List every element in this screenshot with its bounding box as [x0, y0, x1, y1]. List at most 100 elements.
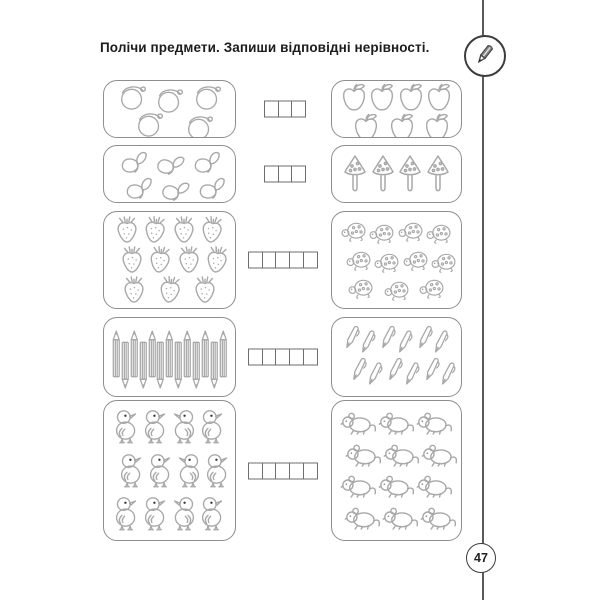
pencil-icon: [130, 327, 139, 383]
page-number: 47: [474, 551, 488, 565]
turtle-icon: [397, 221, 425, 243]
mushroom-icon: [343, 152, 367, 196]
pencil-icon: [112, 327, 121, 383]
pen-icon: [338, 321, 364, 357]
pencil-icon: [192, 336, 201, 392]
strawberry-icon: [198, 214, 228, 245]
objects-box-acorn: [103, 145, 236, 203]
strawberry-icon: [145, 244, 175, 275]
apple-round-icon: [133, 110, 166, 137]
page-divider-line: [482, 0, 484, 600]
apple-round-icon: [116, 83, 149, 110]
mushroom-icon: [426, 152, 450, 196]
mouse-icon: [382, 506, 419, 530]
objects-box-duckling: [103, 400, 236, 541]
pen-icon: [375, 321, 401, 357]
objects-line: [111, 83, 228, 113]
apple-leaf-icon: [352, 113, 380, 137]
apple-round-icon: [191, 83, 224, 110]
pen-icon: [361, 358, 387, 394]
objects-line: [339, 83, 454, 113]
mushroom-icon: [398, 152, 422, 196]
acorn-icon: [196, 174, 226, 200]
answer-cell[interactable]: [291, 165, 307, 183]
objects-box-mouse: [331, 400, 462, 541]
objects-line: [339, 474, 454, 499]
objects-box-strawberry: [103, 211, 236, 309]
objects-line: [111, 276, 228, 304]
objects-line: [111, 327, 228, 389]
pencil-icon: [174, 336, 183, 392]
strawberry-icon: [119, 246, 145, 274]
pencil-icon: [472, 41, 498, 72]
pen-icon: [398, 358, 424, 394]
mouse-icon: [378, 411, 415, 435]
turtle-icon: [347, 278, 375, 299]
answer-cell[interactable]: [302, 251, 318, 269]
exercise-row: [0, 80, 600, 138]
objects-line: [111, 408, 228, 446]
duckling-icon: [199, 408, 226, 446]
pencil-icon: [210, 336, 219, 392]
objects-line: [339, 152, 454, 196]
mouse-icon: [416, 411, 453, 435]
mouse-icon: [421, 443, 458, 467]
duckling-icon: [142, 495, 169, 533]
page-number-badge: 47: [466, 543, 496, 573]
mouse-icon: [340, 411, 377, 435]
mushroom-icon: [371, 152, 395, 196]
objects-line: [339, 278, 454, 301]
turtle-icon: [402, 250, 430, 271]
duckling-icon: [118, 452, 145, 490]
duckling-icon: [113, 495, 140, 533]
pencil-icon: [219, 327, 228, 383]
acorn-icon: [151, 147, 186, 179]
exercise-row: [0, 317, 600, 397]
apple-leaf-icon: [425, 83, 453, 113]
strawberry-icon: [155, 274, 185, 305]
answer-cell[interactable]: [291, 100, 307, 118]
objects-box-mushroom: [331, 145, 462, 203]
pencil-icon: [165, 327, 174, 383]
pen-icon: [427, 326, 453, 362]
apple-round-icon: [183, 113, 216, 137]
acorn-icon: [123, 174, 153, 200]
answer-boxes: [248, 462, 318, 479]
pen-icon: [411, 321, 437, 357]
turtle-icon: [345, 250, 373, 271]
acorn-icon: [191, 148, 221, 174]
pencil-icon: [148, 327, 157, 383]
mouse-icon: [383, 443, 420, 467]
strawberry-icon: [192, 276, 218, 304]
pencil-icon: [201, 327, 210, 383]
objects-line: [111, 495, 228, 533]
objects-line: [344, 443, 459, 467]
pen-icon: [391, 326, 417, 362]
duckling-icon: [204, 452, 231, 490]
strawberry-icon: [176, 246, 202, 274]
turtle-icon: [425, 223, 453, 245]
pen-icon: [345, 353, 371, 389]
objects-box-apple-round: [103, 80, 236, 138]
turtle-icon: [430, 252, 458, 273]
exercise-row: [0, 145, 600, 203]
exercise-row: [0, 400, 600, 541]
answer-cell[interactable]: [302, 462, 318, 479]
strawberry-icon: [114, 216, 140, 244]
mouse-icon: [378, 474, 415, 499]
turtle-icon: [373, 252, 401, 273]
objects-line: [116, 452, 233, 490]
strawberry-icon: [140, 214, 170, 245]
answer-cell[interactable]: [302, 348, 318, 366]
acorn-icon: [118, 148, 148, 174]
pencil-icon: [139, 336, 148, 392]
apple-leaf-icon: [397, 83, 425, 113]
objects-line: [111, 148, 228, 175]
mouse-icon: [345, 443, 382, 467]
objects-box-pencil: [103, 317, 236, 397]
mouse-icon: [416, 474, 453, 499]
turtle-icon: [340, 221, 368, 243]
objects-line: [339, 221, 454, 245]
answer-boxes: [264, 165, 307, 183]
turtle-icon: [368, 223, 396, 245]
